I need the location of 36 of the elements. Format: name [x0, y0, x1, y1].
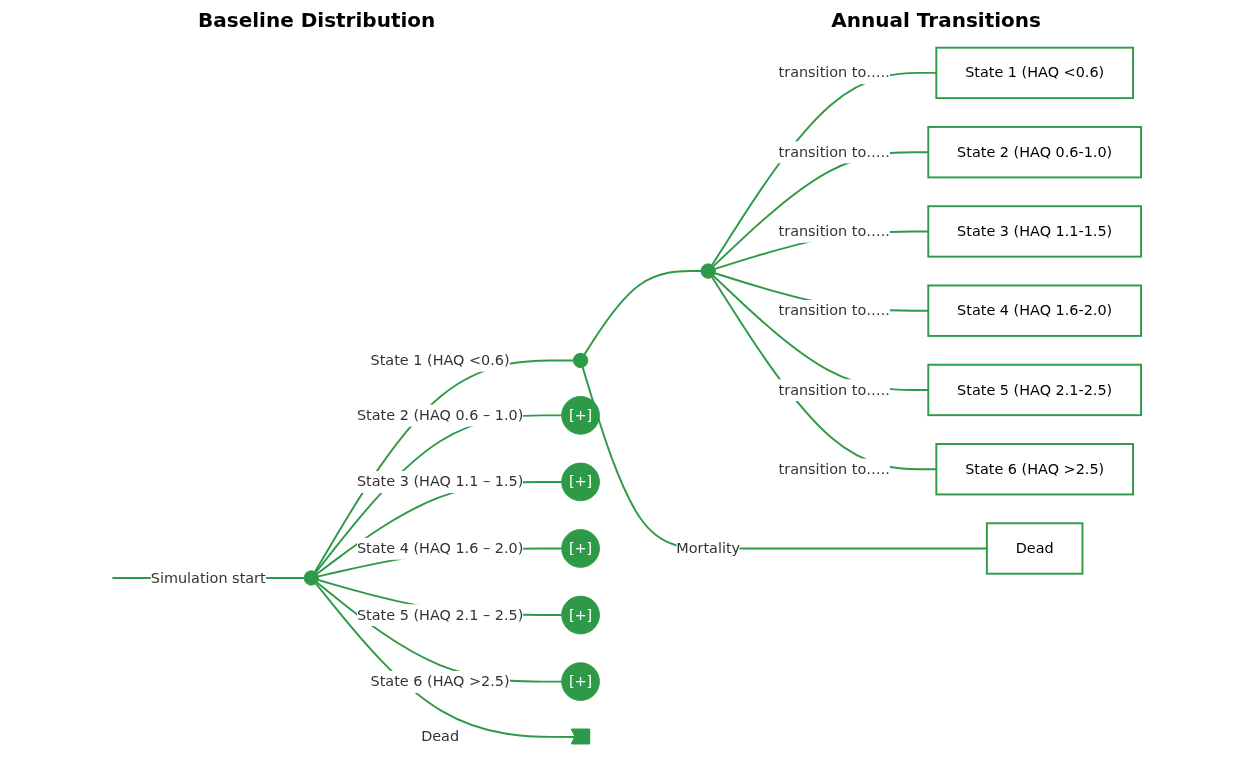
node-box: State 4 (HAQ 1.6-2.0)	[927, 284, 1143, 337]
node-box: State 3 (HAQ 1.1-1.5)	[927, 205, 1143, 258]
edge-label: State 2 (HAQ 0.6 – 1.0)	[356, 406, 524, 424]
edge-label: transition to…..	[778, 143, 890, 161]
node-box: State 2 (HAQ 0.6-1.0)	[927, 126, 1143, 179]
connector	[314, 582, 577, 738]
edge-label: Dead	[421, 727, 460, 745]
edge-label: transition to…..	[778, 222, 890, 240]
node-box: State 5 (HAQ 2.1-2.5)	[927, 363, 1143, 417]
edge-label: transition to…..	[778, 301, 890, 320]
node-circle	[700, 263, 716, 279]
edge-label: State 6 (HAQ >2.5)	[370, 672, 510, 691]
node-circle: [+]	[561, 396, 600, 435]
edge-label: State 5 (HAQ 2.1 – 2.5)	[356, 606, 524, 624]
edge-label: Mortality	[676, 539, 741, 557]
node-circle: [+]	[561, 462, 600, 502]
column-heading: Annual Transitions	[831, 8, 1041, 32]
node-box: State 6 (HAQ >2.5)	[935, 443, 1134, 496]
edge-label: transition to…..	[778, 381, 890, 399]
node-circle: [+]	[561, 595, 600, 635]
node-circle: [+]	[561, 529, 600, 568]
node-box: State 1 (HAQ <0.6)	[935, 46, 1134, 100]
connector	[316, 480, 563, 575]
connector	[314, 414, 563, 574]
node-circle	[572, 352, 589, 369]
node-box: Dead	[985, 522, 1084, 575]
edge-label: transition to…..	[778, 64, 890, 82]
node-circle	[303, 570, 319, 586]
edge-label: transition to…..	[778, 460, 890, 478]
connector	[583, 270, 702, 356]
edge-label: State 1 (HAQ <0.6)	[370, 351, 510, 369]
edge-label: Simulation start	[150, 569, 266, 587]
edge-label: State 3 (HAQ 1.1 – 1.5)	[356, 473, 524, 491]
edge-label: State 4 (HAQ 1.6 – 2.0)	[356, 539, 524, 557]
column-heading: Baseline Distribution	[198, 8, 436, 32]
node-circle: [+]	[561, 662, 600, 701]
